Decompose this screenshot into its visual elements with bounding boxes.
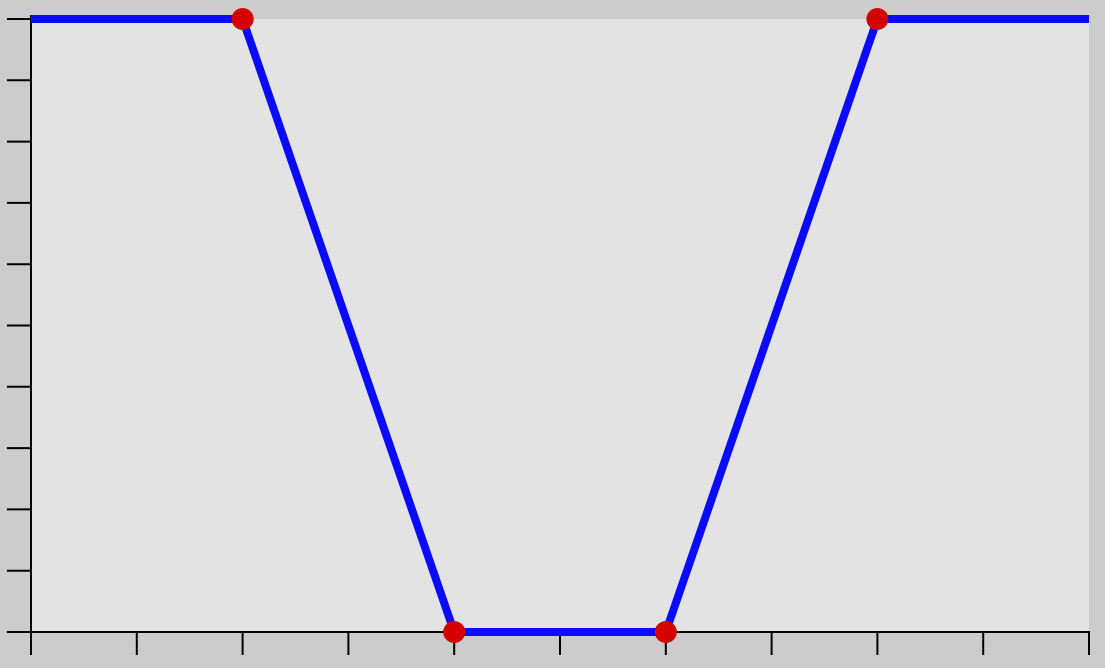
series-line-0 [31, 15, 1089, 636]
data-point-3 [866, 8, 889, 30]
series-layer [31, 15, 1089, 636]
marker-layer [231, 8, 889, 643]
data-point-1 [443, 621, 466, 643]
plot-area [31, 19, 1089, 632]
data-point-2 [654, 621, 677, 643]
data-point-0 [231, 8, 254, 30]
axes [7, 15, 1090, 655]
